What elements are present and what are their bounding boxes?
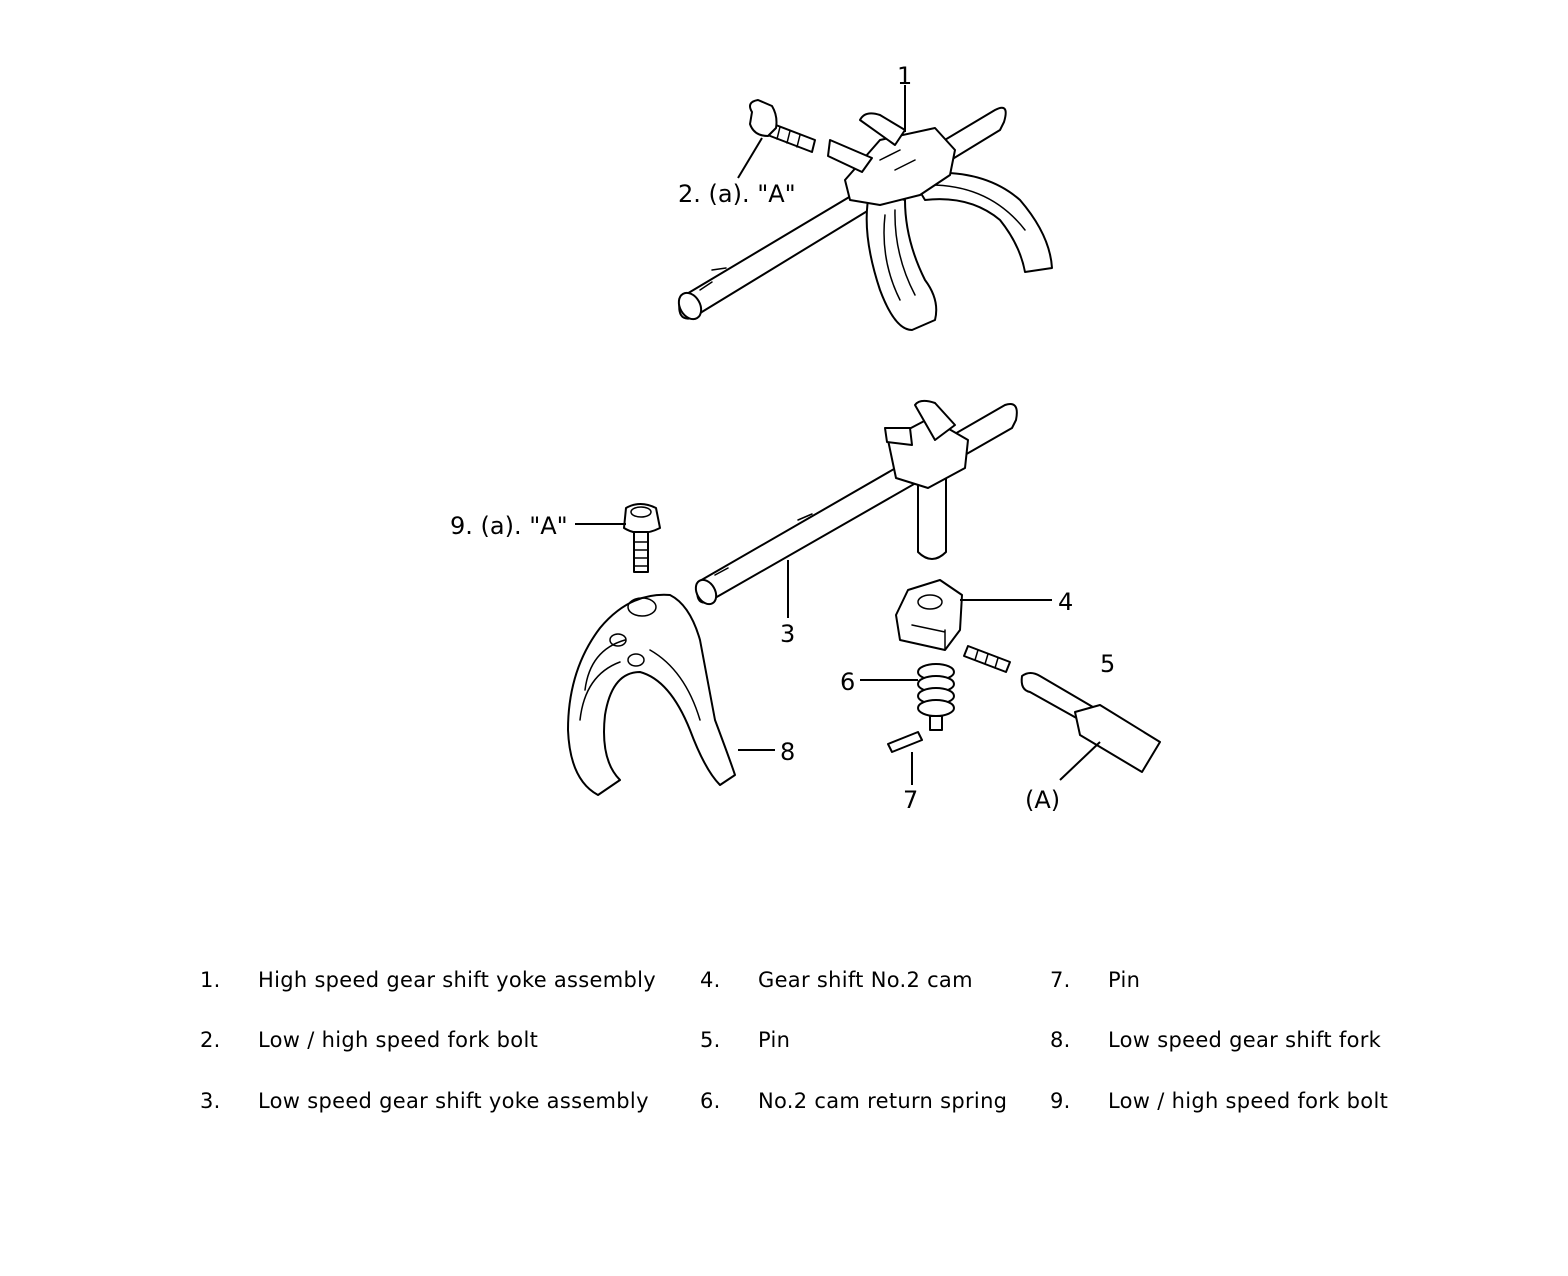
legend-number: 6. — [700, 1089, 721, 1113]
callout-1: 1 — [897, 62, 912, 90]
legend-text: Low / high speed fork bolt — [1108, 1089, 1389, 1113]
callout-8: 8 — [780, 738, 795, 766]
callout-6: 6 — [840, 668, 855, 696]
leader-line-a — [1059, 741, 1101, 781]
legend-number: 5. — [700, 1028, 721, 1052]
exploded-parts-diagram: 1 2. (a). "A" 4 5 (A) — [450, 62, 1161, 814]
legend-number: 4. — [700, 968, 721, 992]
fork-bolt-9-drawing — [623, 503, 661, 573]
callout-7: 7 — [903, 786, 918, 814]
legend-text: Pin — [758, 1028, 791, 1052]
callout-5: 5 — [1100, 650, 1115, 678]
legend-number: 9. — [1050, 1089, 1071, 1113]
legend-text: High speed gear shift yoke assembly — [258, 968, 657, 992]
legend-text: Pin — [1108, 968, 1141, 992]
callout-a: (A) — [1025, 786, 1060, 814]
pin-7-drawing — [887, 731, 923, 753]
legend-number: 1. — [200, 968, 221, 992]
legend-number: 3. — [200, 1089, 221, 1113]
leader-line-2 — [737, 137, 763, 179]
callout-4: 4 — [1058, 588, 1073, 616]
legend-number: 7. — [1050, 968, 1071, 992]
parts-legend: 1. High speed gear shift yoke assembly 2… — [200, 962, 1460, 1152]
legend-text: Gear shift No.2 cam — [758, 968, 973, 992]
legend-number: 8. — [1050, 1028, 1071, 1052]
high-speed-yoke-assembly-drawing — [677, 99, 1053, 331]
low-speed-fork-drawing — [567, 593, 736, 796]
gear-shift-cam-drawing — [895, 579, 963, 651]
legend-text: Low / high speed fork bolt — [258, 1028, 539, 1052]
legend-text: No.2 cam return spring — [758, 1089, 1008, 1113]
legend-text: Low speed gear shift fork — [1108, 1028, 1382, 1052]
callout-3: 3 — [780, 620, 795, 648]
legend-number: 2. — [200, 1028, 221, 1052]
callout-2: 2. (a). "A" — [678, 180, 796, 208]
low-speed-yoke-assembly-drawing — [694, 399, 1018, 606]
pin-5-drawing — [963, 645, 1011, 673]
return-spring-drawing — [917, 663, 955, 731]
legend-text: Low speed gear shift yoke assembly — [258, 1089, 649, 1113]
special-tool-a-drawing — [1020, 672, 1161, 773]
callout-9: 9. (a). "A" — [450, 512, 568, 540]
